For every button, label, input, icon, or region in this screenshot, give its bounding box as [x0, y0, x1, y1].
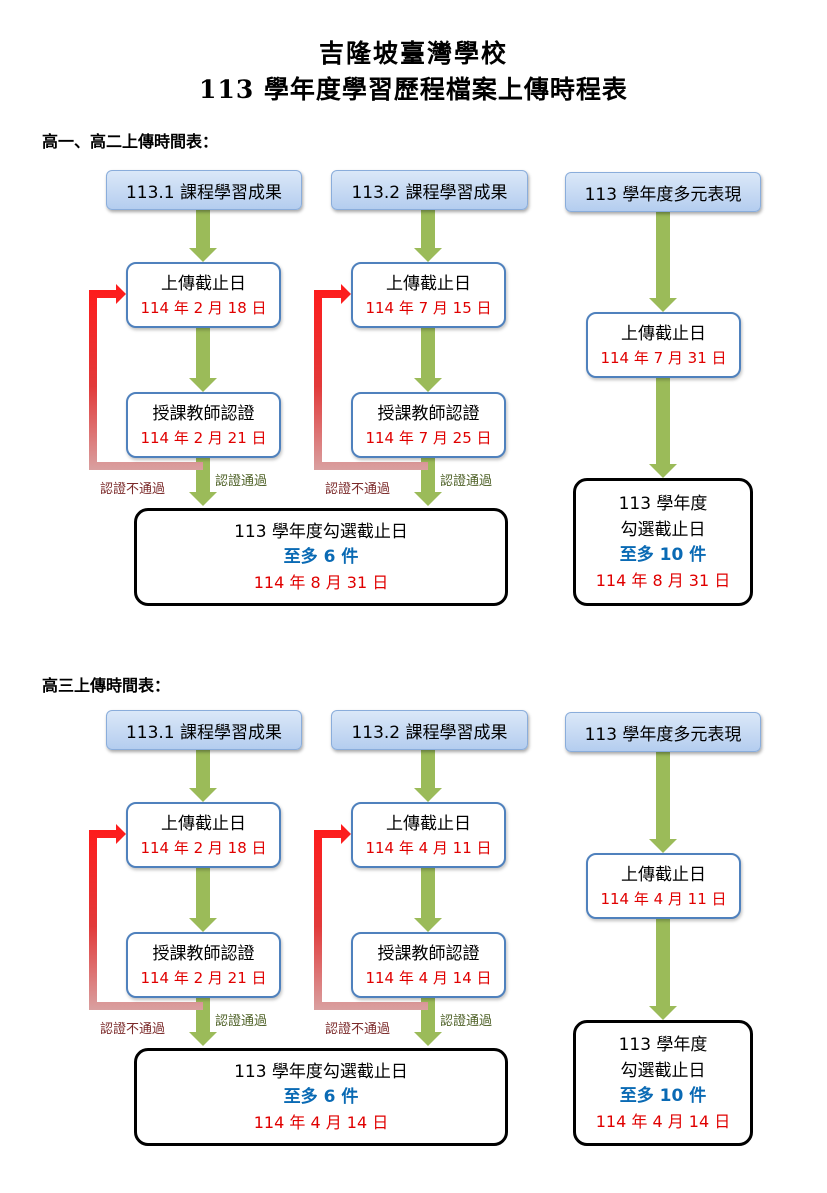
- verify-pass-label: 認證通過: [440, 1014, 493, 1029]
- verify-pass-label: 認證通過: [440, 474, 493, 489]
- course-selection-deadline-box: 113 學年度勾選截止日 至多 6 件 114 年 8 月 31 日: [134, 508, 508, 606]
- verify-fail-label: 認證不通過: [325, 1022, 391, 1037]
- down-arrow: [414, 750, 442, 802]
- selection-deadline-label: 勾選截止日: [620, 1060, 706, 1081]
- upload-deadline-date: 114 年 2 月 18 日: [140, 839, 267, 857]
- down-arrow: [649, 212, 677, 312]
- teacher-verify-date: 114 年 2 月 21 日: [140, 429, 267, 447]
- teacher-verify-date: 114 年 7 月 25 日: [365, 429, 492, 447]
- down-arrow: [649, 378, 677, 478]
- header-113-2-course: 113.2 課程學習成果: [331, 710, 528, 750]
- course-selection-deadline-box: 113 學年度勾選截止日 至多 6 件 114 年 4 月 14 日: [134, 1048, 508, 1146]
- upload-deadline-date: 114 年 7 月 31 日: [600, 349, 727, 367]
- selection-deadline-date: 114 年 8 月 31 日: [253, 572, 389, 592]
- upload-deadline-date: 114 年 4 月 11 日: [365, 839, 492, 857]
- diverse-upload-deadline-box: 上傳截止日 114 年 7 月 31 日: [586, 312, 741, 378]
- teacher-verify-box: 授課教師認證 114 年 2 月 21 日: [126, 392, 281, 458]
- teacher-verify-box: 授課教師認證 114 年 4 月 14 日: [351, 932, 506, 998]
- down-arrow: [414, 868, 442, 932]
- upload-deadline-label: 上傳截止日: [161, 274, 246, 294]
- header-113-diverse: 113 學年度多元表現: [565, 172, 761, 212]
- selection-deadline-label: 113 學年度勾選截止日: [234, 1061, 408, 1082]
- upload-deadline-box: 上傳截止日 114 年 2 月 18 日: [126, 802, 281, 868]
- teacher-verify-box: 授課教師認證 114 年 2 月 21 日: [126, 932, 281, 998]
- header-113-1-course: 113.1 課程學習成果: [106, 710, 302, 750]
- upload-deadline-date: 114 年 7 月 15 日: [365, 299, 492, 317]
- selection-limit: 至多 10 件: [619, 544, 707, 565]
- verify-fail-label: 認證不通過: [100, 1022, 166, 1037]
- diverse-selection-deadline-box: 113 學年度 勾選截止日 至多 10 件 114 年 8 月 31 日: [573, 478, 753, 606]
- section-heading-1: 高一、高二上傳時間表：: [42, 132, 219, 151]
- schedule-title: 113 學年度學習歷程檔案上傳時程表: [199, 75, 628, 104]
- selection-limit: 至多 6 件: [283, 1086, 359, 1107]
- selection-year-label: 113 學年度: [618, 1034, 708, 1055]
- diverse-upload-deadline-box: 上傳截止日 114 年 4 月 11 日: [586, 853, 741, 919]
- teacher-verify-label: 授課教師認證: [152, 404, 255, 424]
- teacher-verify-date: 114 年 4 月 14 日: [365, 969, 492, 987]
- upload-deadline-label: 上傳截止日: [621, 865, 706, 885]
- header-113-diverse: 113 學年度多元表現: [565, 712, 761, 752]
- selection-deadline-date: 114 年 4 月 14 日: [595, 1111, 731, 1131]
- upload-deadline-box: 上傳截止日 114 年 2 月 18 日: [126, 262, 281, 328]
- upload-deadline-date: 114 年 2 月 18 日: [140, 299, 267, 317]
- school-title: 吉隆坡臺灣學校: [318, 39, 508, 68]
- selection-deadline-label: 勾選截止日: [620, 519, 706, 540]
- selection-limit: 至多 6 件: [283, 546, 359, 567]
- down-arrow: [189, 868, 217, 932]
- upload-deadline-label: 上傳截止日: [621, 324, 706, 344]
- verify-fail-label: 認證不通過: [325, 482, 391, 497]
- section-heading-2: 高三上傳時間表：: [42, 676, 171, 695]
- down-arrow: [189, 210, 217, 262]
- upload-deadline-label: 上傳截止日: [161, 814, 246, 834]
- down-arrow: [414, 210, 442, 262]
- teacher-verify-label: 授課教師認證: [152, 944, 255, 964]
- upload-deadline-label: 上傳截止日: [386, 274, 471, 294]
- upload-deadline-label: 上傳截止日: [386, 814, 471, 834]
- selection-year-label: 113 學年度: [618, 493, 708, 514]
- selection-limit: 至多 10 件: [619, 1085, 707, 1106]
- diverse-selection-deadline-box: 113 學年度 勾選截止日 至多 10 件 114 年 4 月 14 日: [573, 1020, 753, 1146]
- teacher-verify-label: 授課教師認證: [377, 944, 480, 964]
- verify-pass-label: 認證通過: [215, 1014, 268, 1029]
- header-113-1-course: 113.1 課程學習成果: [106, 170, 302, 210]
- verify-pass-label: 認證通過: [215, 474, 268, 489]
- teacher-verify-box: 授課教師認證 114 年 7 月 25 日: [351, 392, 506, 458]
- upload-deadline-date: 114 年 4 月 11 日: [600, 890, 727, 908]
- down-arrow: [649, 919, 677, 1020]
- down-arrow: [189, 750, 217, 802]
- upload-deadline-box: 上傳截止日 114 年 4 月 11 日: [351, 802, 506, 868]
- down-arrow: [189, 328, 217, 392]
- teacher-verify-date: 114 年 2 月 21 日: [140, 969, 267, 987]
- selection-deadline-date: 114 年 8 月 31 日: [595, 570, 731, 590]
- upload-deadline-box: 上傳截止日 114 年 7 月 15 日: [351, 262, 506, 328]
- header-113-2-course: 113.2 課程學習成果: [331, 170, 528, 210]
- down-arrow: [649, 752, 677, 853]
- selection-deadline-date: 114 年 4 月 14 日: [253, 1112, 389, 1132]
- verify-fail-label: 認證不通過: [100, 482, 166, 497]
- teacher-verify-label: 授課教師認證: [377, 404, 480, 424]
- down-arrow: [414, 328, 442, 392]
- selection-deadline-label: 113 學年度勾選截止日: [234, 521, 408, 542]
